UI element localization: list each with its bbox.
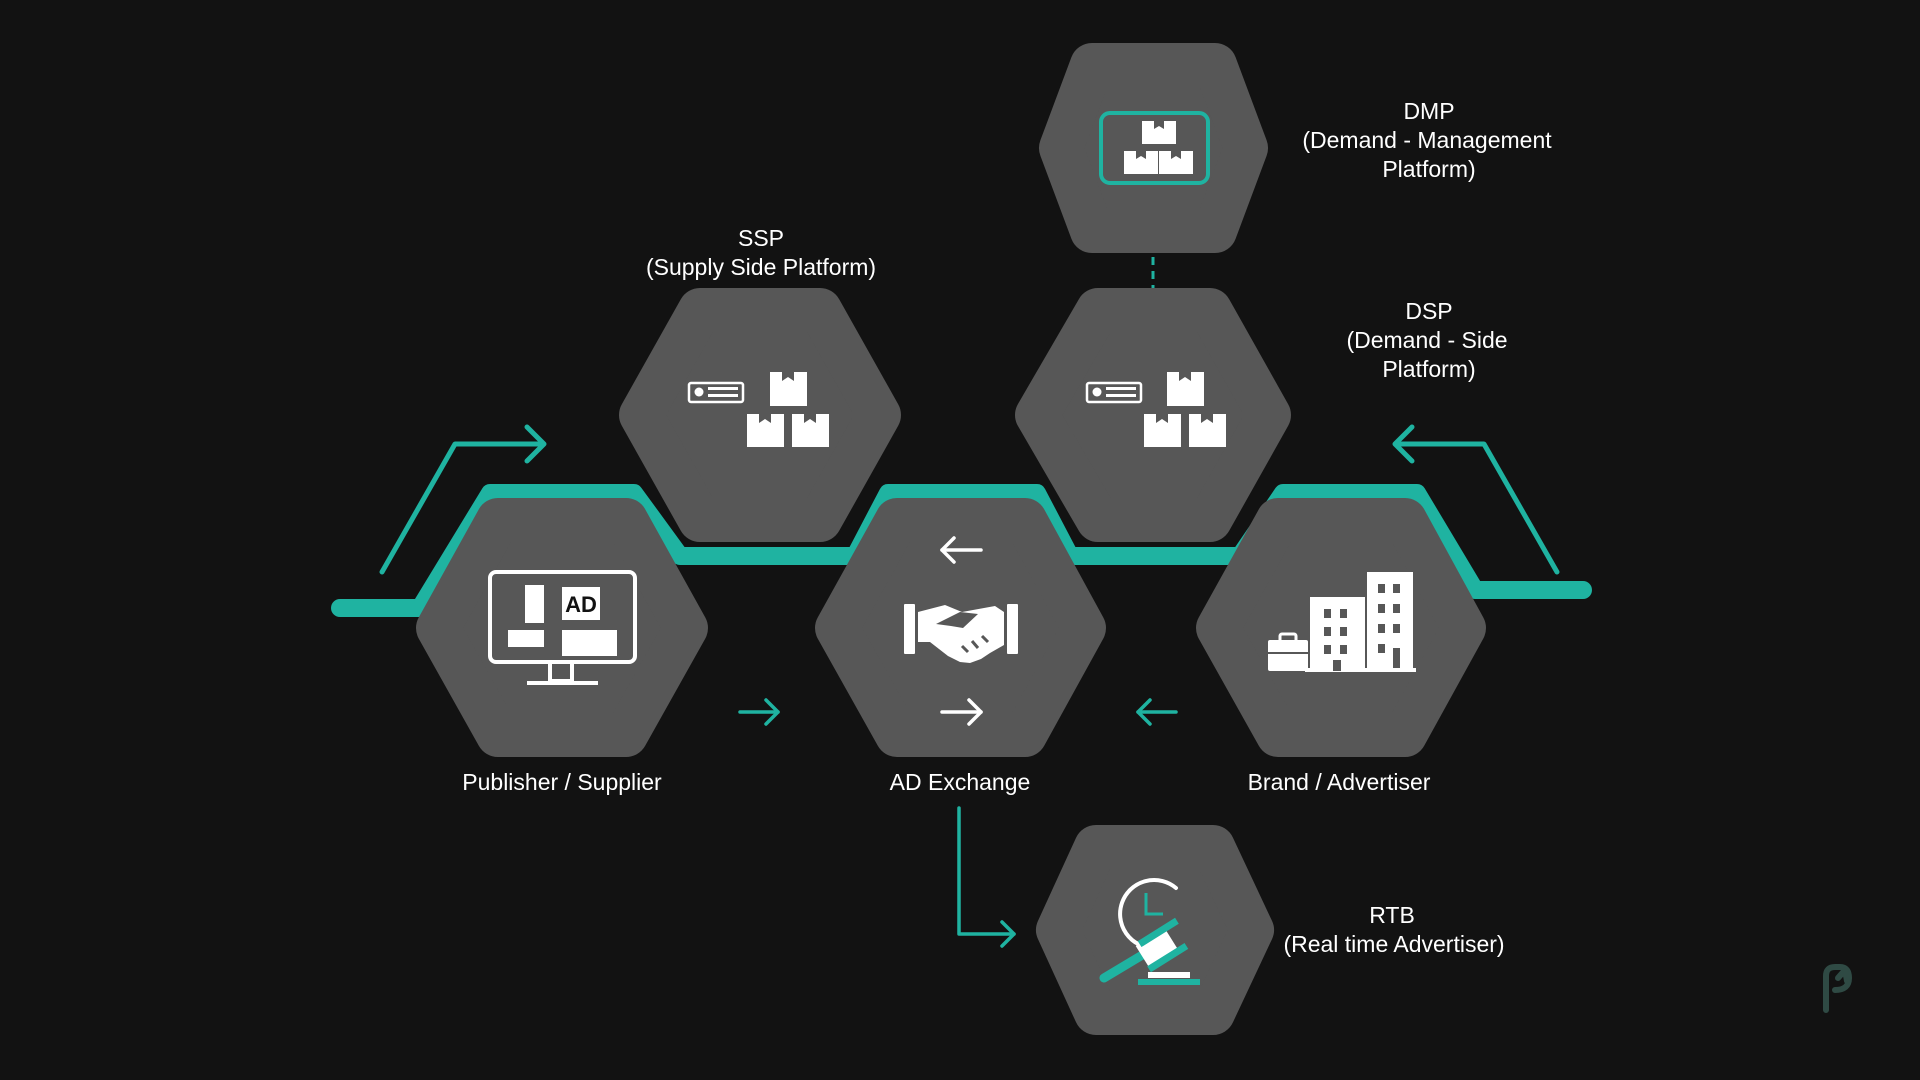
brand-logo-icon	[1823, 964, 1852, 1013]
rtb-hex	[1036, 825, 1274, 1035]
ssp-server-boxes-icon	[687, 372, 829, 447]
dmp-title: DMP	[1403, 98, 1454, 124]
flow-backbone-line	[331, 484, 1592, 617]
publisher-ad-monitor-icon: AD	[488, 570, 637, 685]
publisher-hex	[416, 498, 708, 757]
exchange-handshake-icon	[904, 604, 1018, 663]
publisher-label: Publisher / Supplier	[462, 769, 662, 795]
dsp-subtitle-line1: (Demand - Side	[1346, 327, 1507, 353]
dmp-hex	[1039, 43, 1268, 253]
rtb-gavel-clock-icon	[1099, 878, 1200, 985]
right-inflow-arrow	[1392, 424, 1560, 575]
dmp-subtitle-line2: Platform)	[1382, 156, 1475, 182]
dmp-subtitle-line1: (Demand - Management	[1302, 127, 1552, 153]
brand-label: Brand / Advertiser	[1248, 769, 1431, 795]
brand-buildings-icon	[1268, 572, 1416, 672]
arrow-to-exchange-icon	[738, 698, 780, 726]
dmp-boxes-icon	[1099, 111, 1210, 185]
exchange-label: AD Exchange	[890, 769, 1031, 795]
publisher-ad-badge: AD	[565, 592, 597, 617]
ssp-hex	[619, 288, 901, 542]
ssp-title: SSP	[738, 225, 784, 251]
exchange-right-arrow-icon	[940, 698, 983, 726]
dsp-server-boxes-icon	[1085, 372, 1226, 447]
arrow-from-brand-icon	[1136, 698, 1178, 726]
dsp-subtitle-line2: Platform)	[1382, 356, 1475, 382]
exchange-to-rtb-arrow	[957, 806, 1016, 948]
exchange-left-arrow-icon	[940, 536, 983, 564]
rtb-title: RTB	[1369, 902, 1415, 928]
ssp-subtitle: (Supply Side Platform)	[646, 254, 876, 280]
dsp-title: DSP	[1405, 298, 1452, 324]
rtb-subtitle: (Real time Advertiser)	[1283, 931, 1504, 957]
left-inflow-arrow	[379, 424, 547, 575]
